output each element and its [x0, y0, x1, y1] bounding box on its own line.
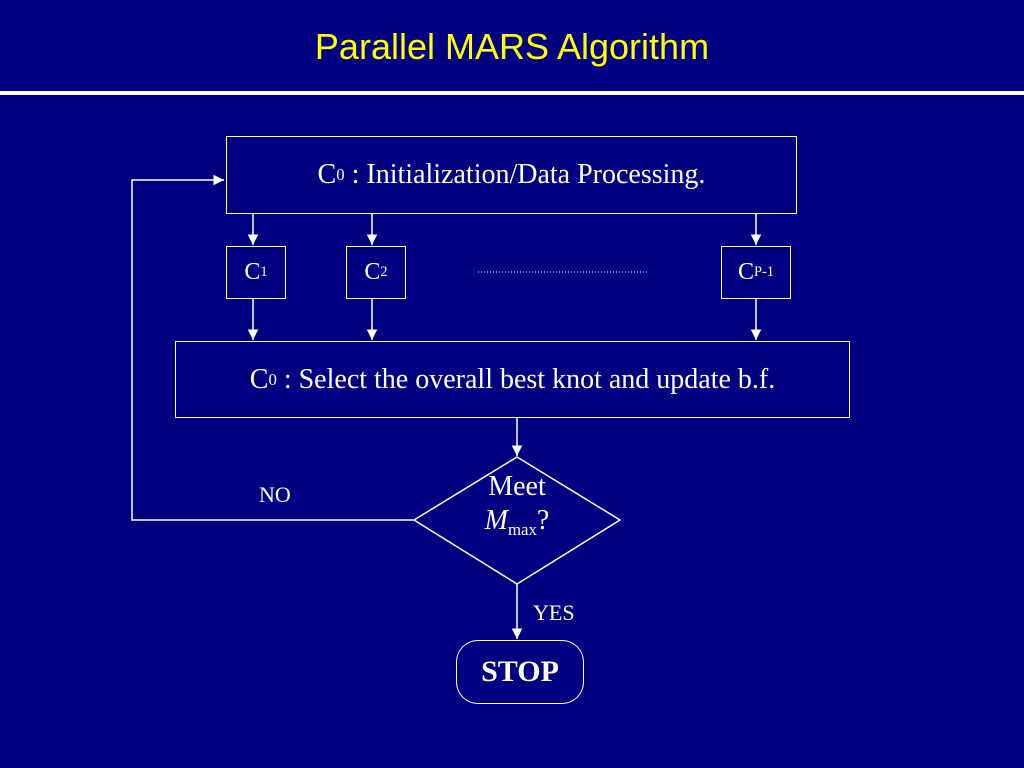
init-text: : Initialization/Data Processing.: [344, 159, 706, 190]
loop-back-line: [131, 174, 414, 521]
worker-c2-c: C: [364, 259, 381, 285]
select-c: C: [249, 363, 269, 395]
title-divider: [0, 91, 1024, 95]
select-text: : Select the overall best knot and updat…: [276, 363, 776, 395]
select-sub: 0: [268, 369, 277, 389]
stop-label: STOP: [481, 655, 559, 688]
decision-text: Meet Mmax?: [414, 470, 620, 547]
decision-suffix: ?: [536, 505, 550, 536]
worker-cp1-sub: P-1: [754, 264, 774, 280]
decision-var-sub: max: [507, 519, 537, 539]
worker-c1-c: C: [244, 259, 261, 285]
init-sub: 0: [336, 165, 345, 184]
decision-line1: Meet: [488, 471, 546, 502]
slide-title: Parallel MARS Algorithm: [314, 26, 710, 67]
stop-terminal: STOP: [456, 640, 584, 704]
decision-var: M: [484, 505, 508, 536]
decision-line2: Mmax?: [414, 504, 620, 547]
worker-c1-sub: 1: [260, 264, 268, 280]
yes-label: YES: [533, 600, 575, 625]
worker-c2-sub: 2: [380, 264, 388, 280]
worker-cp1-c: C: [737, 259, 754, 285]
init-c: C: [317, 159, 337, 190]
no-label: NO: [259, 482, 291, 507]
